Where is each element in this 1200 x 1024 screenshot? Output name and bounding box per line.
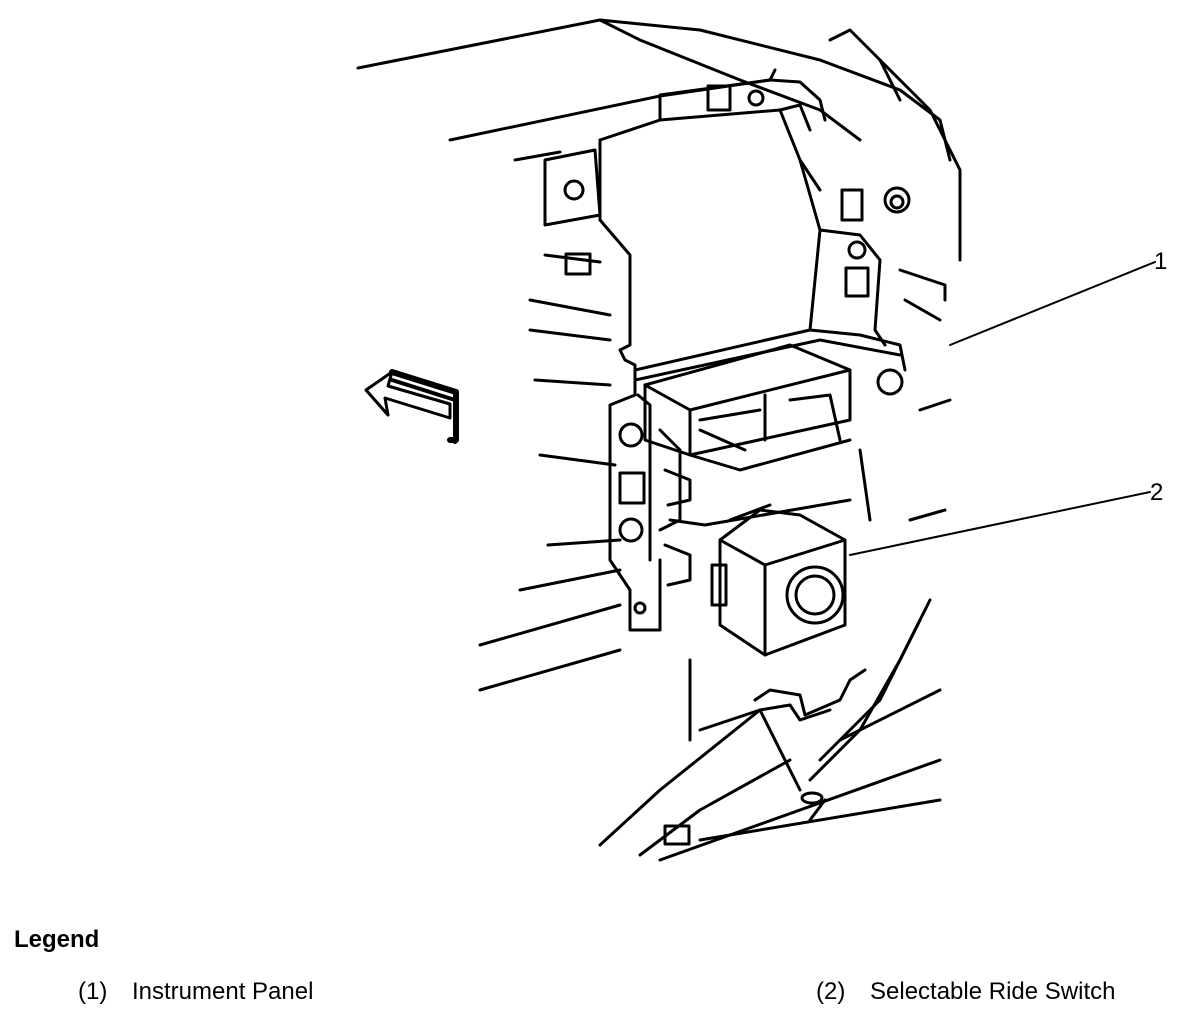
legend-item-label: Instrument Panel — [132, 978, 314, 1005]
legend-item-number: (1) — [78, 978, 108, 1005]
switch-housing-upper — [643, 343, 852, 472]
legend-item-number: (2) — [816, 978, 846, 1005]
legend-item-instrument-panel: (1) Instrument Panel — [78, 978, 313, 1006]
direction-arrow-icon — [364, 369, 459, 444]
legend-item-selectable-ride-switch: (2) Selectable Ride Switch — [816, 978, 1115, 1006]
leader-lines — [849, 261, 1156, 556]
lower-console-trim — [598, 598, 942, 862]
callout-1: 1 — [1154, 248, 1168, 275]
legend-title: Legend — [14, 926, 100, 953]
dashboard-outline — [356, 18, 962, 692]
instrument-panel-diagram — [356, 18, 1156, 862]
bracket-frame — [543, 68, 907, 632]
legend-item-label: Selectable Ride Switch — [870, 978, 1116, 1005]
selectable-ride-switch — [710, 503, 847, 657]
mounting-rails — [658, 428, 872, 587]
callout-2: 2 — [1150, 479, 1164, 506]
